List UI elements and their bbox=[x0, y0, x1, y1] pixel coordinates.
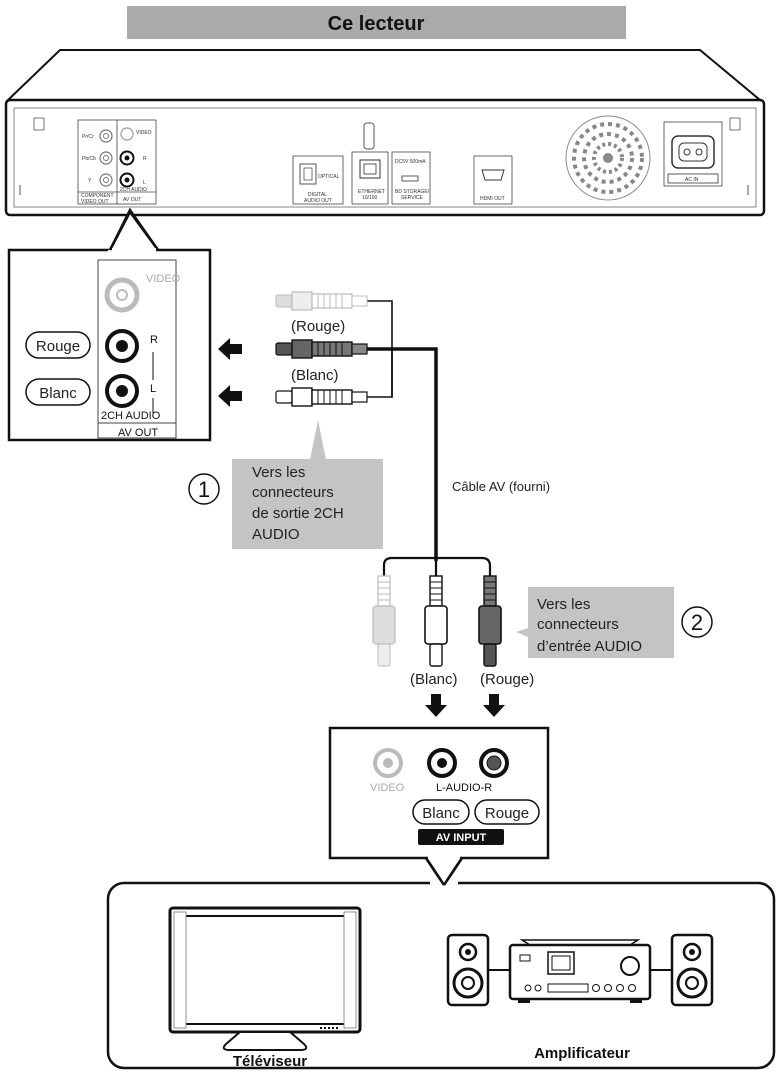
svg-text:Pb/Cb: Pb/Cb bbox=[82, 156, 96, 162]
input-blanc-label: Blanc bbox=[412, 799, 470, 825]
rear-ethernet-port: ETHERNET 10/100 bbox=[351, 122, 389, 205]
svg-text:Y: Y bbox=[88, 178, 92, 184]
step-1-line-3: de sortie 2CH bbox=[252, 505, 344, 522]
plug-rouge-label: (Rouge) bbox=[291, 318, 345, 335]
svg-text:L: L bbox=[150, 383, 156, 395]
svg-text:COMPONENT: COMPONENT bbox=[81, 193, 114, 199]
insert-arrows-left bbox=[218, 338, 242, 407]
input-rouge-label: Rouge bbox=[474, 799, 540, 825]
svg-text:VIDEO: VIDEO bbox=[146, 273, 181, 285]
svg-text:R: R bbox=[150, 334, 158, 346]
input-av-input-badge: AV INPUT bbox=[418, 829, 504, 845]
zoom-av-out-label: AV OUT bbox=[118, 427, 158, 439]
step-1-number: 1 bbox=[198, 477, 210, 502]
zoom-video-jack: VIDEO bbox=[104, 273, 181, 313]
plug-blanc-label: (Blanc) bbox=[291, 367, 339, 384]
av-cable-wires bbox=[365, 300, 492, 578]
end-blanc-label: (Blanc) bbox=[410, 671, 458, 688]
player-title-bar: Ce lecteur bbox=[127, 6, 626, 39]
step-2-line-2: connecteurs bbox=[537, 616, 619, 633]
svg-text:Blanc: Blanc bbox=[422, 805, 460, 822]
step-1-line-1: Vers les bbox=[252, 464, 305, 481]
svg-text:Pr/Cr: Pr/Cr bbox=[82, 134, 94, 140]
cable-label: Câble AV (fourni) bbox=[452, 479, 550, 494]
step-2-callout: Vers les connecteurs d’entrée AUDIO 2 bbox=[516, 587, 713, 658]
rear-cooling-fan bbox=[565, 115, 651, 201]
step-2-line-3: d’entrée AUDIO bbox=[537, 638, 642, 655]
devices-box: Téléviseur bbox=[106, 857, 776, 1070]
step-1-line-2: connecteurs bbox=[252, 484, 334, 501]
player-title: Ce lecteur bbox=[328, 13, 425, 35]
svg-text:Rouge: Rouge bbox=[36, 338, 80, 355]
av-input-panel: VIDEO L-AUDIO-R Blanc Rouge AV INPUT bbox=[328, 726, 550, 888]
step-2-line-1: Vers les bbox=[537, 596, 590, 613]
svg-text:2CH AUDIO: 2CH AUDIO bbox=[120, 187, 147, 193]
svg-text:SERVICE: SERVICE bbox=[401, 195, 424, 201]
tv-label: Téléviseur bbox=[233, 1053, 307, 1070]
zoom-rouge-label: Rouge bbox=[25, 331, 91, 359]
rear-analog-outputs: Pr/Cr Pb/Cb Y VIDEO R L 2CH AUDIO COMPON… bbox=[77, 119, 157, 205]
svg-text:Blanc: Blanc bbox=[39, 385, 77, 402]
cable-plug-red-bottom bbox=[478, 575, 502, 667]
insert-arrows-down bbox=[425, 694, 505, 717]
player-rear-panel: Pr/Cr Pb/Cb Y VIDEO R L 2CH AUDIO COMPON… bbox=[4, 49, 766, 217]
step-2-number: 2 bbox=[691, 610, 703, 635]
input-audio-l-jack bbox=[427, 748, 457, 778]
amp-label: Amplificateur bbox=[534, 1045, 630, 1062]
rear-ac-inlet: AC IN bbox=[663, 121, 723, 187]
zoom-audio-r-jack: R bbox=[105, 329, 158, 363]
input-audio-r-jack bbox=[479, 748, 509, 778]
av-out-zoom-callout: VIDEO R L 2CH AUDIO AV OUT Rouge Blanc bbox=[7, 207, 212, 442]
step-1-callout: 1 Vers les connecteurs de sortie 2CH AUD… bbox=[188, 420, 383, 549]
svg-text:L: L bbox=[143, 180, 146, 186]
svg-text:DIGITAL: DIGITAL bbox=[308, 192, 327, 198]
zoom-audio-l-jack: L bbox=[105, 374, 156, 408]
input-l-audio-r-label: L-AUDIO-R bbox=[436, 782, 492, 794]
svg-text:10/100: 10/100 bbox=[362, 195, 378, 201]
svg-text:OPTICAL: OPTICAL bbox=[318, 174, 340, 180]
svg-text:VIDEO: VIDEO bbox=[136, 130, 152, 136]
svg-text:Rouge: Rouge bbox=[485, 805, 529, 822]
rear-usb-port: DC5V 500mA BD STORAGE/ SERVICE bbox=[391, 151, 431, 205]
svg-text:DC5V 500mA: DC5V 500mA bbox=[395, 159, 426, 165]
svg-text:VIDEO: VIDEO bbox=[370, 782, 405, 794]
zoom-2ch-audio-label: 2CH AUDIO bbox=[101, 410, 161, 422]
svg-text:HDMI OUT: HDMI OUT bbox=[480, 196, 505, 202]
cable-plug-white-left bbox=[275, 387, 368, 407]
svg-text:VIDEO OUT: VIDEO OUT bbox=[81, 199, 109, 205]
svg-text:ETHERNET: ETHERNET bbox=[358, 189, 385, 195]
input-video-jack: VIDEO bbox=[370, 748, 405, 794]
svg-text:AC IN: AC IN bbox=[685, 177, 699, 183]
end-rouge-label: (Rouge) bbox=[480, 671, 534, 688]
rear-optical-output: OPTICAL DIGITAL AUDIO OUT bbox=[292, 155, 344, 205]
svg-text:AV INPUT: AV INPUT bbox=[436, 832, 487, 844]
cable-plug-white-bottom bbox=[424, 575, 448, 667]
step-1-line-4: AUDIO bbox=[252, 526, 300, 543]
amplifier-icon: Amplificateur bbox=[446, 933, 714, 1062]
svg-text:R: R bbox=[143, 156, 147, 162]
cable-plug-red-left bbox=[275, 339, 368, 359]
tv-icon: Téléviseur bbox=[168, 906, 362, 1070]
cable-plug-video-bottom bbox=[372, 575, 396, 667]
svg-text:AV OUT: AV OUT bbox=[123, 197, 141, 203]
svg-text:BD STORAGE/: BD STORAGE/ bbox=[395, 189, 430, 195]
rear-hdmi-port: HDMI OUT bbox=[473, 155, 513, 205]
zoom-blanc-label: Blanc bbox=[25, 378, 91, 406]
svg-text:AUDIO OUT: AUDIO OUT bbox=[304, 198, 332, 204]
cable-plug-video-left bbox=[275, 291, 368, 311]
